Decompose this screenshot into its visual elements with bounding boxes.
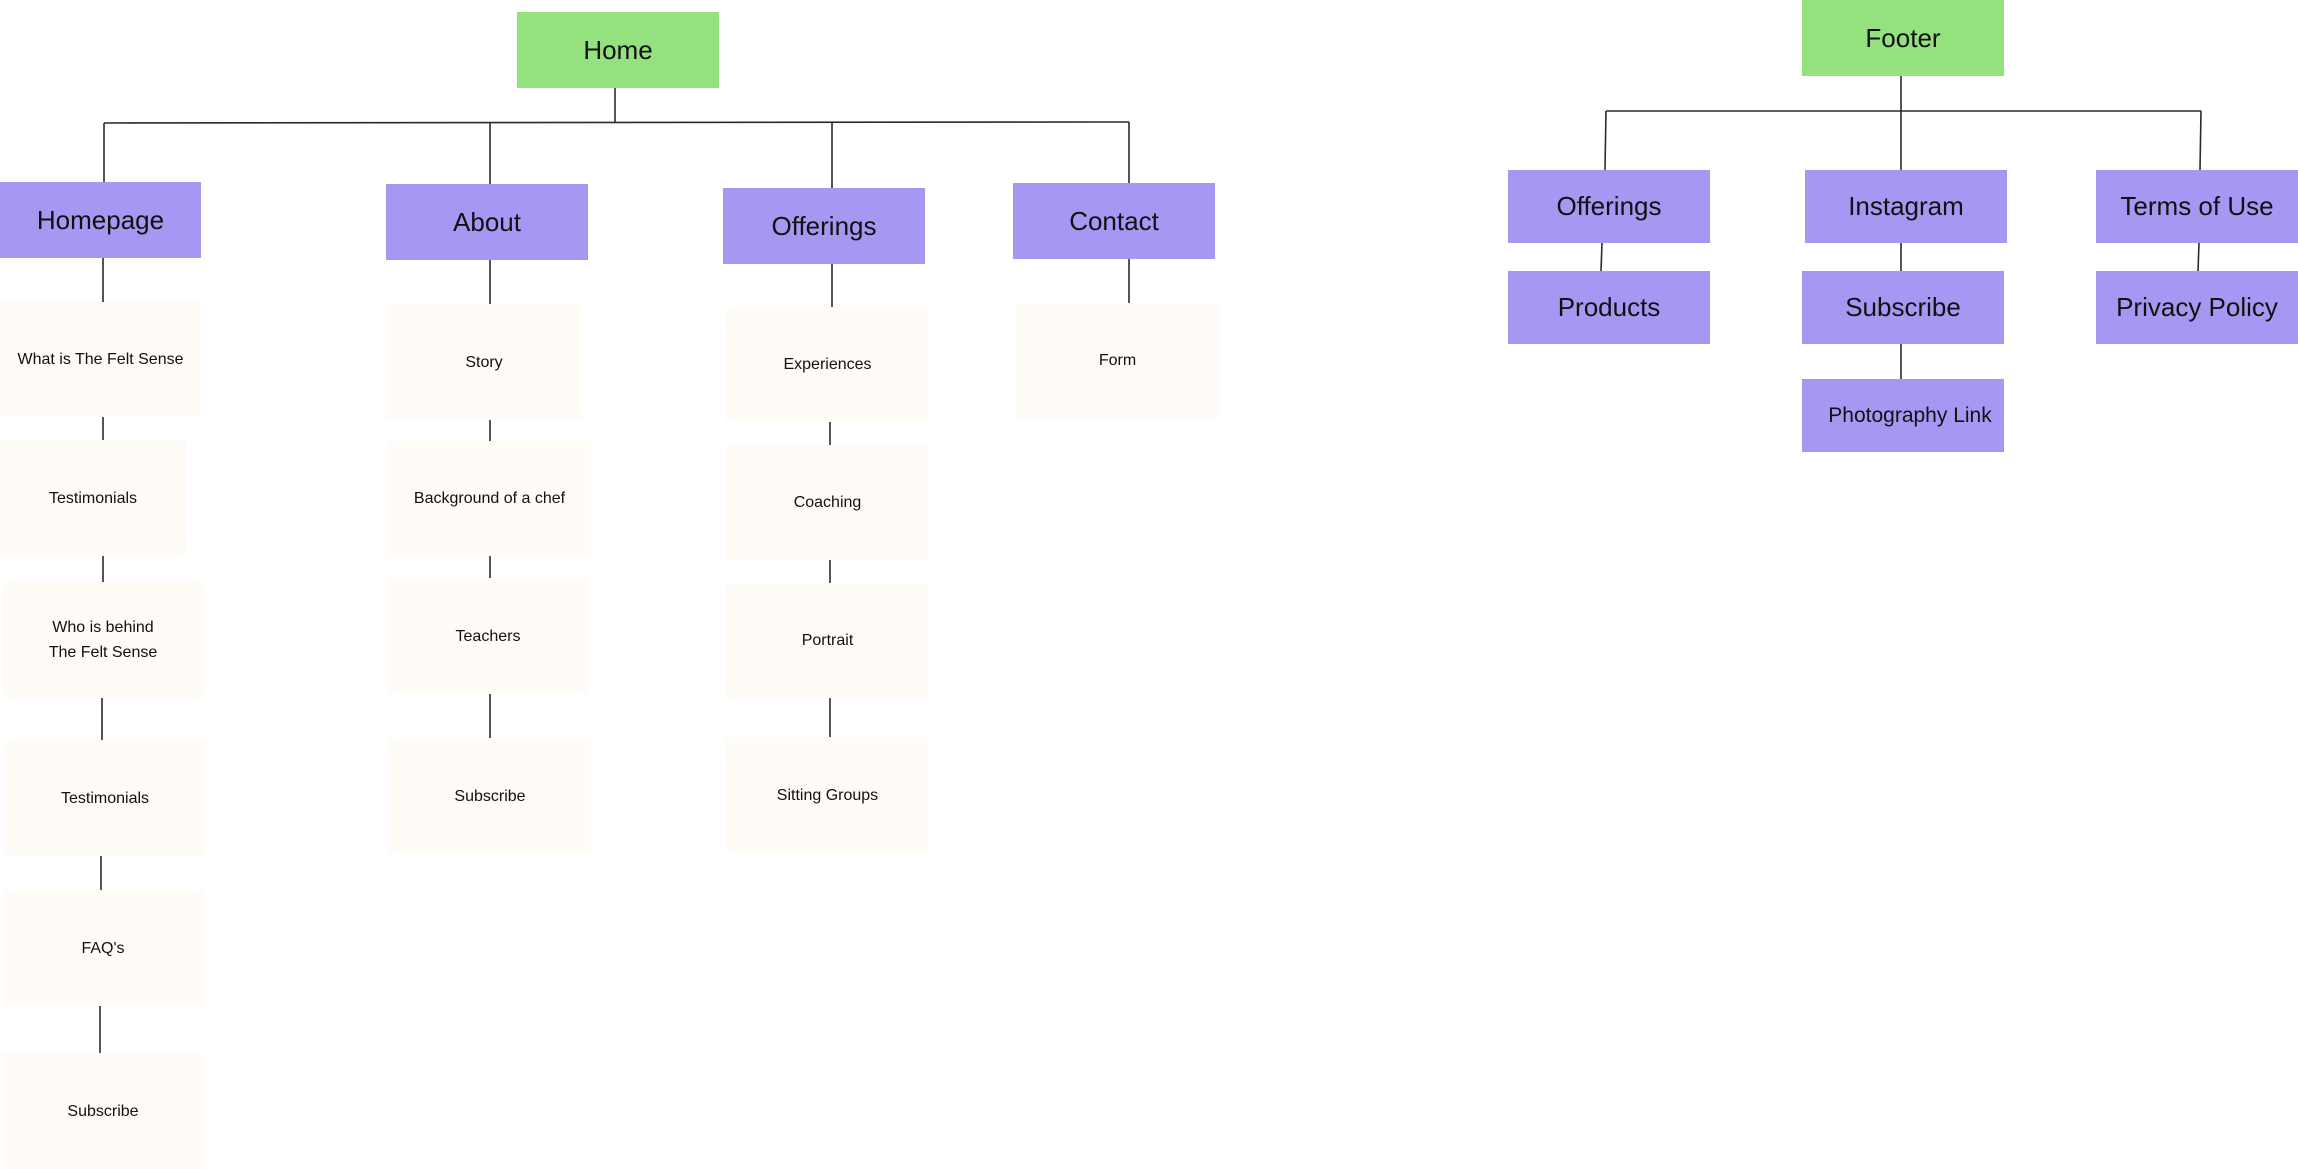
footer-privacy-policy-node: Privacy Policy bbox=[2096, 271, 2298, 344]
footer-offerings-node: Offerings bbox=[1508, 170, 1710, 243]
footer-instagram-node: Instagram bbox=[1805, 170, 2007, 243]
page-teachers: Teachers bbox=[387, 578, 589, 694]
section-contact-node: Contact bbox=[1013, 183, 1215, 259]
page-story: Story bbox=[387, 304, 581, 420]
page-testimonials: Testimonials bbox=[0, 440, 186, 556]
page-form: Form bbox=[1016, 303, 1219, 418]
page-sitting-groups: Sitting Groups bbox=[726, 737, 929, 853]
page-experiences: Experiences bbox=[726, 307, 929, 422]
page-coaching: Coaching bbox=[726, 445, 929, 560]
page-subscribe: Subscribe bbox=[389, 738, 591, 854]
connector bbox=[1600, 242, 1603, 272]
section-offerings-node: Offerings bbox=[723, 188, 925, 264]
page-background-of-a-chef: Background of a chef bbox=[388, 441, 591, 556]
footer-node: Footer bbox=[1802, 0, 2004, 76]
footer-terms-of-use-node: Terms of Use bbox=[2096, 170, 2298, 243]
footer-products-node: Products bbox=[1508, 271, 1710, 344]
page-who-is-behind: Who is behind The Felt Sense bbox=[2, 582, 204, 698]
page-portrait: Portrait bbox=[726, 583, 929, 698]
home-node: Home bbox=[517, 12, 719, 88]
page-testimonials-2: Testimonials bbox=[5, 740, 205, 856]
connector bbox=[2197, 242, 2200, 272]
page-subscribe: Subscribe bbox=[3, 1053, 203, 1169]
connector bbox=[1604, 110, 1607, 171]
connector bbox=[103, 121, 1130, 124]
page-what-is-felt-sense: What is The Felt Sense bbox=[0, 302, 201, 417]
page-faqs: FAQ's bbox=[3, 890, 203, 1006]
connector bbox=[2199, 110, 2202, 171]
footer-photography-link-node: Photography Link bbox=[1802, 379, 2004, 452]
section-about-node: About bbox=[386, 184, 588, 260]
footer-subscribe-node: Subscribe bbox=[1802, 271, 2004, 344]
section-homepage-node: Homepage bbox=[0, 182, 201, 258]
